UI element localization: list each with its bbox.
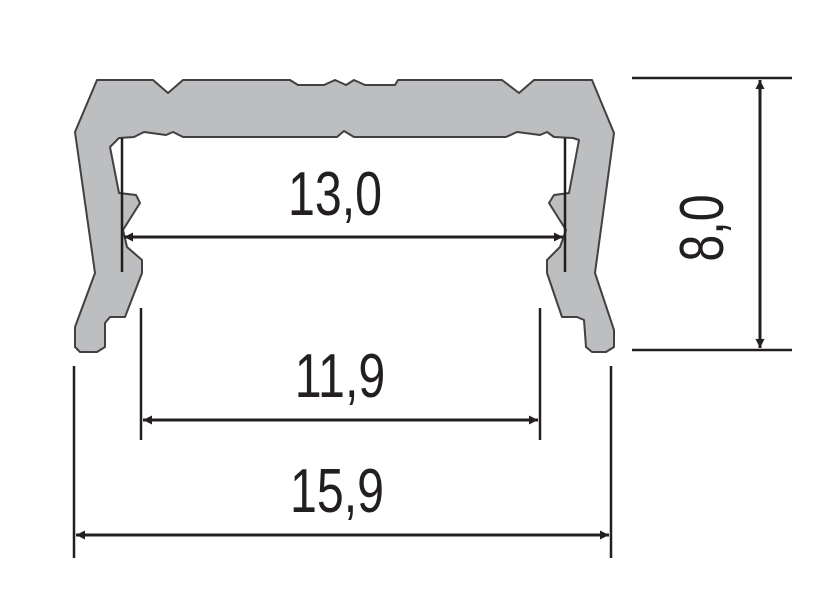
profile-shape <box>74 79 615 353</box>
dimension-label-11: 11,9 <box>295 341 385 410</box>
dimension-label-13: 13,0 <box>288 159 382 228</box>
dimension-label-15: 15,9 <box>290 456 384 525</box>
dimension-label-height: 8,0 <box>667 194 736 261</box>
